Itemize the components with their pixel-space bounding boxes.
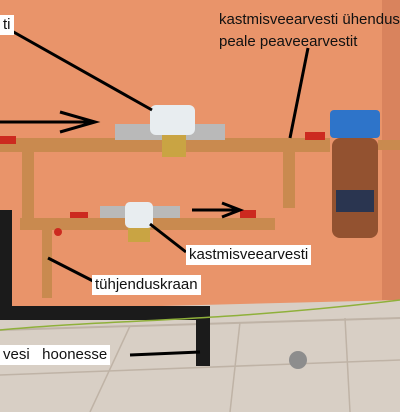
filter-head	[330, 110, 380, 138]
main-meter-label: ti	[0, 15, 14, 35]
black-supply-pipe	[0, 210, 12, 320]
irrigation-connection-label-line1: kastmisveearvesti ühendus	[219, 11, 400, 28]
irrigation-meter-label: kastmisveearvesti	[186, 245, 312, 265]
main-water-meter	[150, 105, 195, 135]
water-into-building-label: vesi hoonesse	[0, 345, 111, 365]
valve-left	[0, 136, 16, 144]
drain-valve-label: tühjenduskraan	[92, 275, 201, 295]
valve-branch	[70, 212, 88, 218]
arrow-irrigation-out	[221, 201, 245, 219]
filter-canister	[332, 138, 378, 238]
irrigation-connection-label-line2: peale peaveearvestit	[219, 33, 358, 50]
irrigation-water-meter	[125, 202, 153, 228]
valve-right	[305, 132, 325, 140]
arrow-into-meter	[59, 110, 101, 134]
